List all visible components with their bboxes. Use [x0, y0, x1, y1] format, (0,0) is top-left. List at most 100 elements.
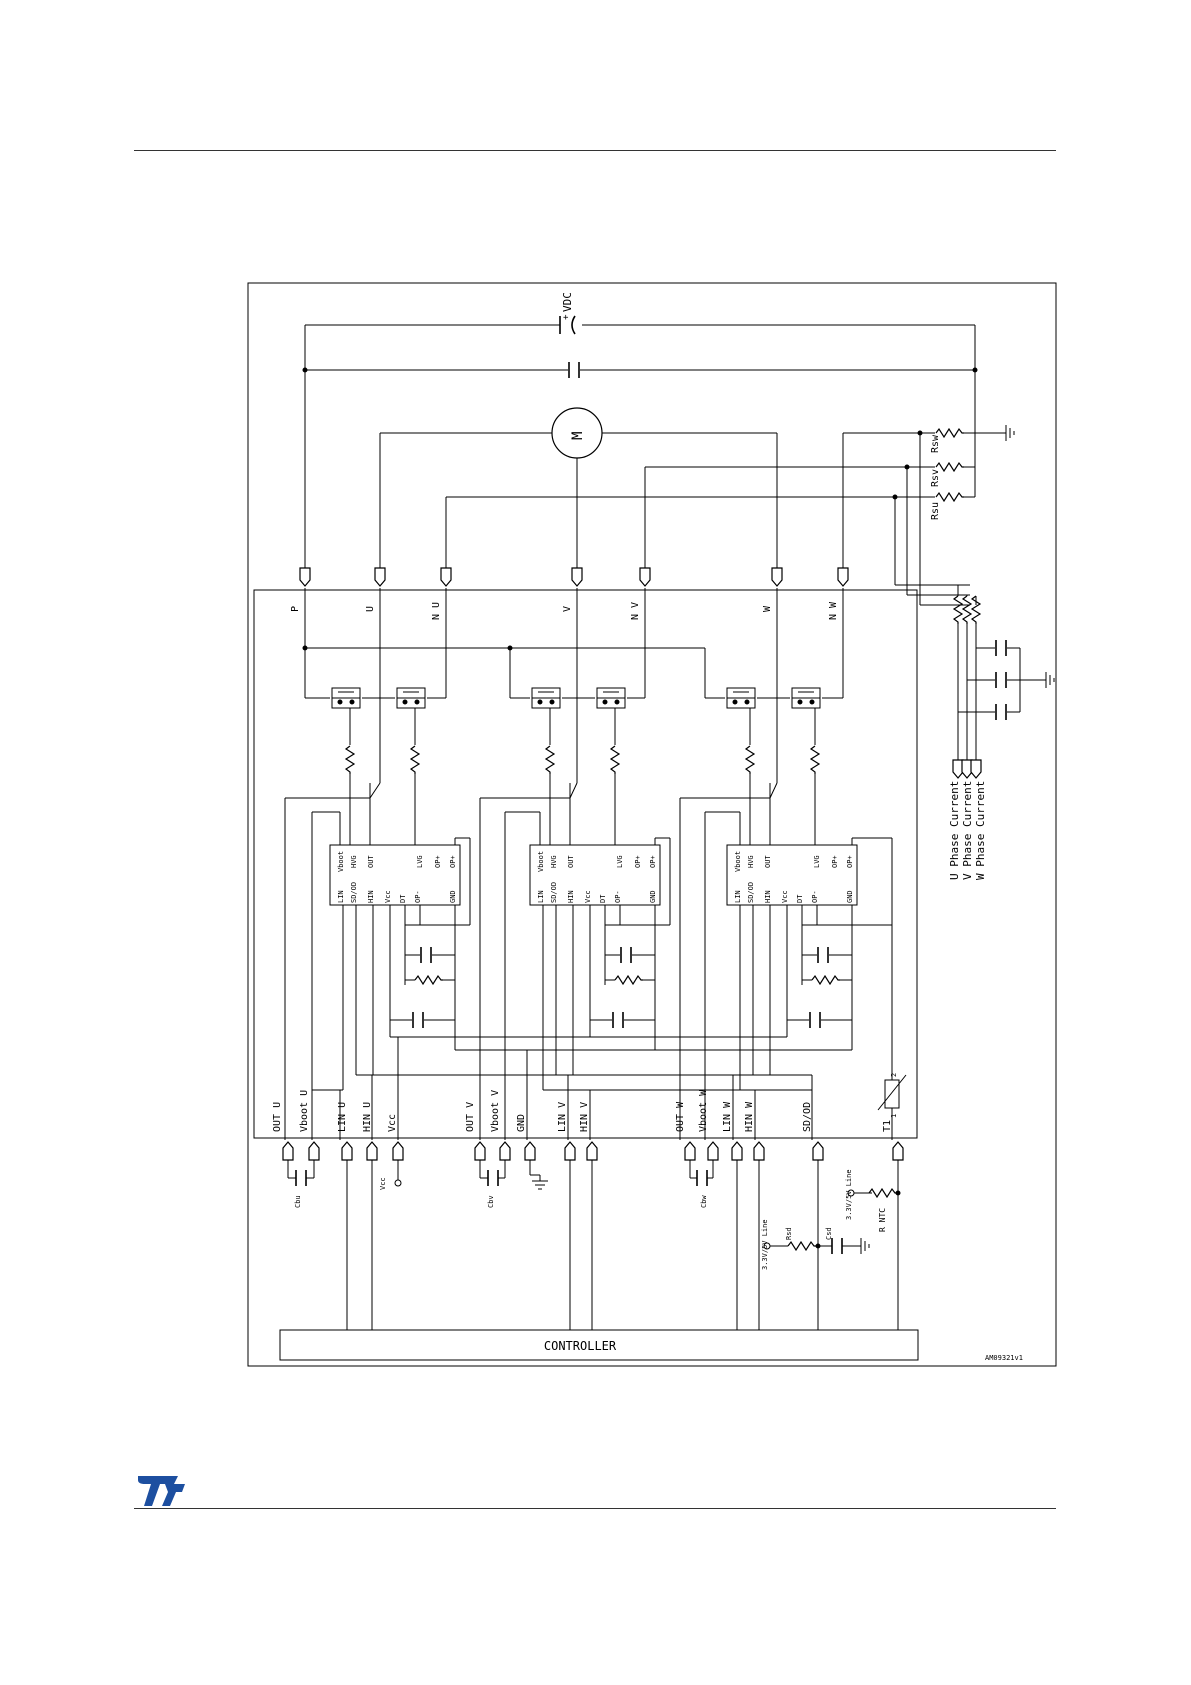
vdc-label: VDC [561, 292, 574, 312]
ic-v-pin-out: OUT [567, 855, 575, 868]
driver-ic-u [329, 844, 461, 906]
ic-u-pin-op1: OP+ [434, 855, 442, 868]
rntc-label: R NTC [878, 1208, 887, 1232]
motor-label: M [570, 432, 586, 440]
ic-w-pin-lvg: LVG [813, 855, 821, 868]
v-phase-current: V Phase Current [961, 781, 974, 880]
ic-w-pin-lin: LIN [734, 890, 742, 903]
ic-v-pin-op2: OP+ [649, 855, 657, 868]
vdc-plus: + [563, 313, 569, 323]
csd-label: Csd [825, 1227, 833, 1240]
label-t1: T1 [882, 1120, 893, 1132]
ic-v-pin-vboot: Vboot [537, 851, 545, 872]
ntc-pin1: 1 [890, 1114, 898, 1118]
ic-u-pin-gnd: GND [449, 890, 457, 903]
controller-label: CONTROLLER [544, 1339, 617, 1353]
terminal-p: P [290, 606, 301, 612]
terminal-nu: N U [431, 602, 442, 620]
label-lin-w: LIN W [722, 1101, 733, 1132]
ic-u-pin-out: OUT [367, 855, 375, 868]
terminal-nv: N V [630, 602, 641, 620]
ic-u-pin-sd: SD/OD [350, 882, 358, 903]
ic-v-pin-hvg: HVG [550, 855, 558, 868]
top-connectors [299, 567, 849, 587]
dc-bus [302, 315, 978, 570]
label-out-u: OUT U [272, 1102, 283, 1132]
ic-v-pin-lin: LIN [537, 890, 545, 903]
ic-w-pin-op: OP- [811, 890, 819, 903]
terminal-v: V [562, 606, 573, 612]
label-hin-v: HIN V [579, 1102, 590, 1132]
vcc-pin-label: Vcc [379, 1177, 387, 1190]
inverter-bridge [284, 588, 844, 1140]
motor [379, 407, 778, 570]
terminal-nw: N W [828, 601, 839, 620]
u-phase-current: U Phase Current [948, 781, 961, 880]
ic-w-pin-vcc: Vcc [781, 890, 789, 903]
figure-frame [247, 282, 1057, 1367]
terminal-w: W [762, 605, 773, 612]
terminal-u: U [365, 606, 376, 612]
label-vboot-w: Vboot W [698, 1089, 709, 1132]
ic-w-pin-op1: OP+ [831, 855, 839, 868]
ic-v-pin-op1: OP+ [634, 855, 642, 868]
label-out-w: OUT W [675, 1101, 686, 1132]
controller-block [279, 1329, 919, 1361]
label-vcc: Vcc [387, 1114, 398, 1132]
ic-u-pin-op: OP- [414, 890, 422, 903]
ic-w-pin-gnd: GND [846, 890, 854, 903]
ic-w-pin-dt: DT [796, 894, 804, 903]
ic-v-pin-vcc: Vcc [584, 890, 592, 903]
rsd-label: Rsd [785, 1227, 793, 1240]
shunt-rsu: Rsu [930, 502, 941, 520]
ic-w-pin-hvg: HVG [747, 855, 755, 868]
ic-u-pin-vboot: Vboot [337, 851, 345, 872]
ic-v-pin-dt: DT [599, 894, 607, 903]
label-hin-u: HIN U [362, 1102, 373, 1132]
ic-v-pin-op: OP- [614, 890, 622, 903]
shunt-rsv: Rsv [930, 469, 941, 487]
cap-cbw: Cbw [700, 1195, 708, 1208]
shunt-network [445, 424, 1015, 606]
ic-u-pin-lvg: LVG [416, 855, 424, 868]
ic-w-pin-sd: SD/OD [747, 882, 755, 903]
ic-v-pin-hin: HIN [567, 890, 575, 903]
label-vboot-v: Vboot V [490, 1090, 501, 1132]
ic-w-pin-out: OUT [764, 855, 772, 868]
current-filters [952, 585, 1055, 779]
sd-supply-label: 3.3V/5V Line [761, 1219, 769, 1270]
bottom-connectors [282, 1141, 904, 1161]
label-out-v: OUT V [465, 1102, 476, 1132]
ic-u-pin-hvg: HVG [350, 855, 358, 868]
ntc-thermistor [877, 1074, 907, 1111]
ic-support-networks [312, 837, 893, 1140]
ic-u-pin-dt: DT [399, 894, 407, 903]
label-sd-od: SD/OD [802, 1102, 813, 1132]
ic-u-pin-op2: OP+ [449, 855, 457, 868]
power-module [253, 589, 918, 1139]
ic-u-pin-lin: LIN [337, 890, 345, 903]
driver-ic-v [529, 844, 661, 906]
ic-w-pin-op2: OP+ [846, 855, 854, 868]
ic-w-pin-hin: HIN [764, 890, 772, 903]
shunt-rsw: Rsw [930, 434, 941, 453]
ic-u-pin-hin: HIN [367, 890, 375, 903]
label-hin-w: HIN W [744, 1101, 755, 1132]
ntc-supply-label: 3.3V/5V Line [845, 1169, 853, 1220]
st-logo [138, 1476, 185, 1506]
label-vboot-u: Vboot U [299, 1090, 310, 1132]
ic-v-pin-lvg: LVG [616, 855, 624, 868]
label-gnd: GND [516, 1114, 527, 1132]
cap-cbv: Cbv [487, 1195, 495, 1208]
bottom-rule [134, 1508, 1056, 1509]
ic-v-pin-sd: SD/OD [550, 882, 558, 903]
ic-w-pin-vboot: Vboot [734, 851, 742, 872]
top-rule [134, 150, 1056, 151]
external-wiring [287, 1160, 901, 1330]
cap-cbu: Cbu [294, 1195, 302, 1208]
w-phase-current: W Phase Current [974, 781, 987, 880]
ic-u-pin-vcc: Vcc [384, 890, 392, 903]
label-lin-v: LIN V [557, 1102, 568, 1132]
label-lin-u: LIN U [337, 1102, 348, 1132]
